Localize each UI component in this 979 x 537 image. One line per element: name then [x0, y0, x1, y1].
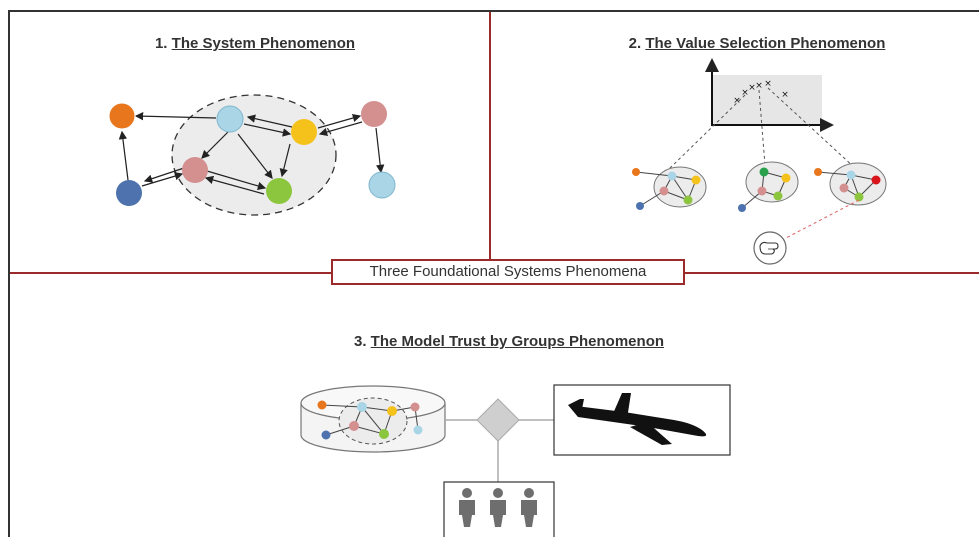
node-pink-outer	[361, 101, 387, 127]
panel-3-title: 3. The Model Trust by Groups Phenomenon	[354, 333, 664, 350]
node-orange	[108, 102, 136, 130]
value-selection-plot: × × × × × ×	[667, 58, 856, 171]
node-light-blue	[216, 105, 244, 133]
panel-1-name: The System Phenomenon	[171, 35, 356, 52]
decision-diamond	[476, 398, 520, 442]
svg-text:×: ×	[733, 96, 741, 106]
plot-area	[712, 75, 822, 125]
frame-border-top	[8, 10, 979, 12]
panel-3-number: 3.	[353, 333, 367, 350]
pointing-hand-icon	[753, 231, 787, 265]
airplane-box	[553, 384, 731, 456]
node-blue	[116, 180, 142, 206]
svg-text:×: ×	[781, 90, 789, 100]
frame-border-left	[8, 10, 10, 537]
node-green	[266, 178, 292, 204]
svg-text:×: ×	[764, 79, 772, 89]
mini-network-a	[632, 166, 707, 210]
vertical-divider	[489, 12, 491, 270]
airplane-icon	[568, 393, 707, 445]
node-pink	[182, 157, 208, 183]
panel-3-name: The Model Trust by Groups Phenomenon	[370, 333, 665, 350]
mini-network-c	[785, 162, 887, 239]
node-yellow	[291, 119, 317, 145]
svg-text:×: ×	[755, 81, 763, 91]
people-group-icon	[459, 488, 537, 527]
model-cylinder	[300, 385, 446, 453]
center-label: Three Foundational Systems Phenomena	[331, 259, 685, 285]
panel-2-title: 2. The Value Selection Phenomenon	[629, 35, 886, 52]
panel-1-title: 1. The System Phenomenon	[155, 35, 355, 52]
panel-1-number: 1.	[154, 35, 168, 52]
panel-2-number: 2.	[628, 35, 642, 52]
people-box	[443, 481, 555, 537]
svg-text:×: ×	[748, 83, 756, 93]
svg-text:×: ×	[741, 88, 749, 98]
panel-2-name: The Value Selection Phenomenon	[645, 35, 886, 52]
mini-network-b	[738, 161, 799, 212]
node-light-blue-outer	[368, 171, 396, 199]
system-network	[108, 94, 396, 216]
